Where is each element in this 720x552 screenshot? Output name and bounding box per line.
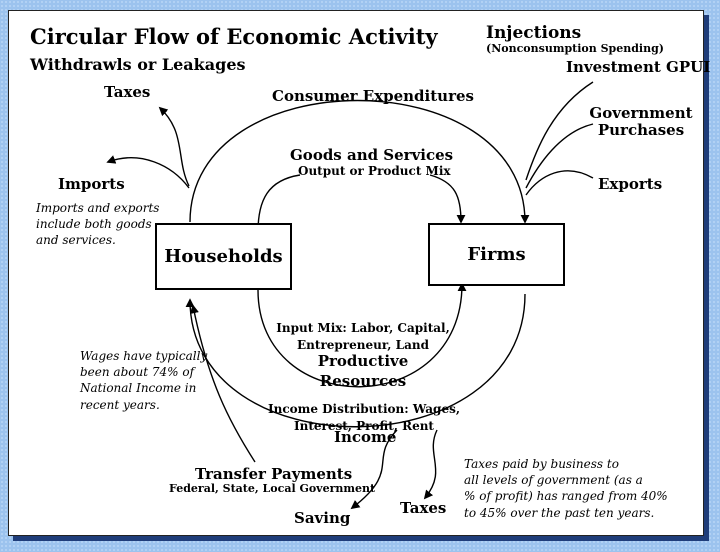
business-taxes-label: Taxes	[400, 499, 447, 517]
saving-arrow	[350, 429, 398, 510]
exports-injection-arrow	[525, 170, 594, 196]
business-taxes-arrow	[423, 429, 438, 500]
wages-note: Wages have typically been about 74% of N…	[80, 349, 208, 412]
imports-exports-note: Imports and exports include both goods a…	[36, 201, 160, 248]
consumer-expenditures-arrow	[189, 99, 530, 224]
firms-box: Firms	[428, 223, 565, 286]
productive-resources-arrow	[257, 282, 467, 388]
households-box: Households	[155, 223, 292, 290]
government-injection-arrow	[525, 123, 594, 189]
diagram-panel	[8, 10, 704, 536]
investment-injection-arrow	[525, 81, 594, 181]
input-mix-label: Input Mix: Labor, Capital, Entrepreneur,…	[276, 321, 450, 352]
injections-subheading: (Nonconsumption Spending)	[486, 42, 664, 55]
diagram-title: Circular Flow of Economic Activity	[30, 24, 438, 49]
income-distribution-label: Income Distribution: Wages, Interest, Pr…	[267, 402, 461, 433]
transfer-payments-label: Transfer Payments	[195, 465, 353, 483]
business-tax-note: Taxes paid by business to all levels of …	[464, 457, 668, 520]
transfer-payments-sublabel: Federal, State, Local Government	[169, 482, 376, 495]
exports-label: Exports	[598, 175, 663, 193]
taxes-leakage-arrow	[158, 106, 190, 187]
goods-services-arrow-right	[429, 174, 466, 224]
transfer-payments-arrow	[190, 304, 256, 463]
taxes-leakage-label: Taxes	[104, 83, 151, 101]
income-arrow	[185, 293, 526, 428]
imports-leakage-arrow	[106, 155, 190, 189]
leakages-heading: Withdrawls or Leakages	[30, 55, 246, 74]
goods-services-label: Goods and Services	[290, 146, 454, 164]
injections-heading: Injections	[486, 23, 582, 43]
investment-label: Investment GPUI	[566, 58, 711, 76]
productive-resources-label: Productive Resources	[317, 352, 409, 390]
saving-label: Saving	[294, 509, 351, 527]
government-purchases-label: Government Purchases	[589, 104, 693, 140]
consumer-expenditures-label: Consumer Expenditures	[272, 87, 474, 105]
goods-services-arrow-left	[253, 174, 301, 234]
income-label: Income	[334, 428, 397, 446]
goods-services-sublabel: Output or Product Mix	[298, 164, 451, 178]
imports-label: Imports	[58, 175, 125, 193]
